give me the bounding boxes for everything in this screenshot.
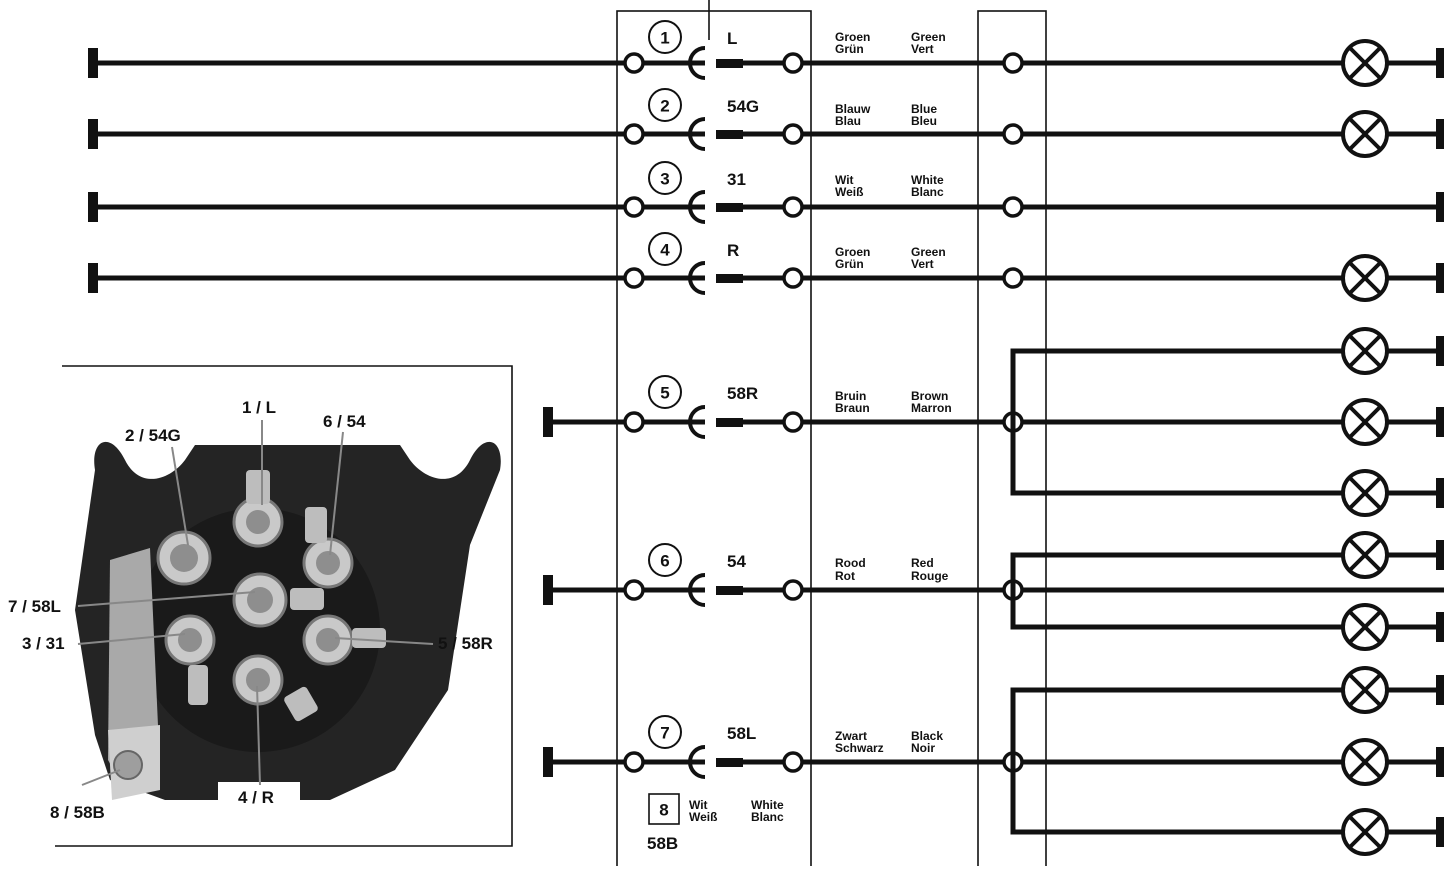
pin8-number: 8 [659, 801, 668, 820]
pin-color-en: Red [911, 556, 934, 570]
lamp-icon [1341, 738, 1389, 786]
pin-code: L [727, 29, 737, 48]
pin-number: 4 [660, 241, 670, 260]
callout-3-31: 3 / 31 [22, 634, 65, 653]
pin-color-fr: Noir [911, 741, 935, 755]
lamp-icon [1341, 531, 1389, 579]
lamp-icon [1341, 327, 1389, 375]
pin-number: 3 [660, 170, 669, 189]
pin-row-7: 7 58L Zwart Schwarz Black Noir [543, 675, 1444, 847]
pin-color-en: Black [911, 729, 943, 743]
pin-color-en: White [911, 173, 944, 187]
pin-color-en: Green [911, 30, 946, 44]
callout-7-58l: 7 / 58L [8, 597, 61, 616]
pin-row-5: 5 58R Bruin Braun Brown Marron [543, 336, 1444, 508]
lamp-icon [1341, 398, 1389, 446]
callout-5-58r: 5 / 58R [438, 634, 493, 653]
pin-number: 6 [660, 552, 669, 571]
callout-6-54: 6 / 54 [323, 412, 366, 431]
pin-code: 58R [727, 384, 758, 403]
pin-color-de: Grün [835, 42, 864, 56]
pin-number: 1 [660, 29, 669, 48]
pin8-code: 58B [647, 834, 678, 853]
pin-color-nl: Rood [835, 556, 866, 570]
lamp-icon [1341, 603, 1389, 651]
pin-code: 58L [727, 724, 756, 743]
pin-code: 54 [727, 552, 746, 571]
pin-color-nl: Blauw [835, 102, 871, 116]
pin8-color-nl: Wit [689, 798, 708, 812]
callout-4-r: 4 / R [238, 788, 274, 807]
lamp-icon [1341, 39, 1389, 87]
junction-frame [977, 10, 1047, 871]
pin-color-fr: Bleu [911, 114, 937, 128]
lamp-icon [1341, 254, 1389, 302]
pin-code: R [727, 241, 739, 260]
pin-row-1: 1 L Groen Grün Green Vert [88, 20, 1444, 80]
pin-row-4: 4 R Groen Grün Green Vert [88, 232, 1444, 295]
pin-color-de: Schwarz [835, 741, 884, 755]
pin-color-fr: Blanc [911, 185, 944, 199]
pin-row-3: 3 31 Wit Weiß White Blanc [88, 161, 1444, 224]
pin-color-fr: Vert [911, 42, 934, 56]
pin-color-fr: Marron [911, 401, 952, 415]
pin-number: 2 [660, 97, 669, 116]
callout-1-l: 1 / L [242, 398, 276, 417]
pin-row-2: 2 54G Blauw Blau Blue Bleu [88, 88, 1444, 151]
pin-color-nl: Wit [835, 173, 854, 187]
lamp-icon [1341, 666, 1389, 714]
pin8-color-en: White [751, 798, 784, 812]
pin8-color-fr: Blanc [751, 810, 784, 824]
callout-2-54g: 2 / 54G [125, 426, 181, 445]
lamp-icon [1341, 110, 1389, 158]
connector-frame [616, 10, 812, 871]
pin8-color-de: Weiß [689, 810, 717, 824]
pin-color-de: Weiß [835, 185, 863, 199]
pin-color-de: Rot [835, 569, 855, 583]
pin-color-nl: Groen [835, 30, 870, 44]
pin-color-en: Brown [911, 389, 948, 403]
pin-color-fr: Rouge [911, 569, 949, 583]
pin-color-en: Blue [911, 102, 937, 116]
pin-row-6: 6 54 Rood Rot Red Rouge [543, 540, 1444, 642]
pin-code: 31 [727, 170, 746, 189]
pin-number: 5 [660, 384, 669, 403]
pin-color-de: Braun [835, 401, 870, 415]
pin-color-nl: Groen [835, 245, 870, 259]
photo-frame [55, 365, 513, 847]
pin-code: 54G [727, 97, 759, 116]
pin-color-de: Blau [835, 114, 861, 128]
pin-color-nl: Bruin [835, 389, 866, 403]
pin-color-nl: Zwart [835, 729, 867, 743]
pin-color-en: Green [911, 245, 946, 259]
socket-photo [75, 441, 501, 822]
lamps [1341, 39, 1389, 856]
pin-color-fr: Vert [911, 257, 934, 271]
lamp-icon [1341, 808, 1389, 856]
lamp-icon [1341, 469, 1389, 517]
socket-callout-lines [77, 420, 434, 786]
pin-color-de: Grün [835, 257, 864, 271]
pin-number: 7 [660, 724, 669, 743]
callout-8-58b: 8 / 58B [50, 803, 105, 822]
pin-8: 8 58B Wit Weiß White Blanc [647, 793, 784, 853]
